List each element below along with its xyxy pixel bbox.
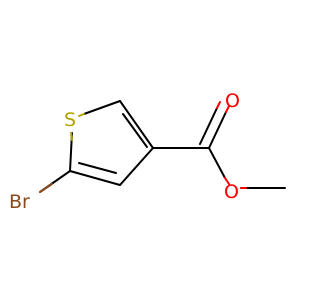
bond-s1-c2-yellow: [78, 113, 85, 117]
bond-c4-c5-inner: [78, 162, 117, 174]
bond-c2-c3-inner: [122, 113, 148, 148]
atom-label-o-carbonyl: O: [225, 90, 240, 112]
bond-c4-c5: [69, 170, 121, 186]
bond-br-brown: [39, 183, 53, 193]
bond-c2-c3: [119, 100, 154, 149]
atom-label-o-ester: O: [224, 181, 239, 203]
bond-c5-s1-yellow: [70, 132, 73, 141]
bond-lines: [39, 100, 286, 193]
bond-carbonyl-o: [208, 111, 227, 149]
atom-label-s: S: [64, 109, 76, 131]
bond-o-red-2: [216, 101, 221, 109]
bond-carbonyl-oester: [208, 147, 226, 179]
bond-c3-c4: [119, 147, 154, 186]
bond-carbonyl-o-2: [199, 107, 218, 145]
molecule-diagram: S Br O O: [9, 90, 286, 213]
bond-oester-red: [224, 177, 230, 185]
hetero-bond-segments: [39, 101, 247, 193]
bond-s1-c2: [83, 100, 121, 115]
atom-label-br: Br: [9, 191, 30, 213]
bond-o-red-1: [225, 105, 230, 113]
